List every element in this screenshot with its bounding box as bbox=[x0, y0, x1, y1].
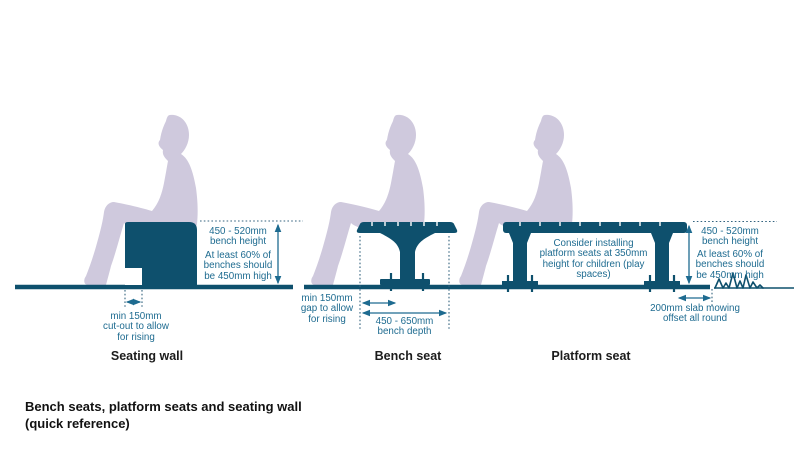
grass-icon bbox=[714, 272, 764, 289]
platform-leg-left-stem bbox=[513, 241, 527, 284]
platform-slab bbox=[503, 222, 687, 233]
platform-seat-label: Platform seat bbox=[551, 349, 631, 363]
seating-wall-block bbox=[125, 222, 197, 287]
wall-height-note: 450 - 520mm bench height bbox=[209, 226, 267, 248]
platform-inner-note: Consider installing platform seats at 35… bbox=[539, 238, 648, 281]
wall-cutout bbox=[125, 268, 142, 285]
bench-seat-figure bbox=[356, 222, 458, 331]
platform-leg-right-stem bbox=[655, 241, 669, 284]
bench-gap-note: min 150mm gap to allow for rising bbox=[300, 293, 354, 325]
bench-top bbox=[356, 222, 458, 233]
diagram-caption: Bench seats, platform seats and seating … bbox=[25, 399, 302, 431]
platform-offset-note: 200mm slab mowing offset all round bbox=[650, 303, 740, 325]
platform-leg-left bbox=[509, 233, 531, 243]
seating-wall-figure bbox=[15, 220, 303, 309]
bench-base-plate bbox=[380, 279, 430, 285]
platform-leg-right bbox=[651, 233, 673, 243]
seating-wall-label: Seating wall bbox=[110, 349, 184, 363]
platform-foot-left bbox=[502, 281, 538, 287]
bench-pedestal bbox=[380, 233, 435, 281]
platform-height-note: 450 - 520mm bench height bbox=[701, 226, 759, 248]
bench-depth-note: 450 - 650mm bench depth bbox=[375, 316, 434, 338]
platform-slab-notches bbox=[519, 222, 661, 226]
wall-cutout-note: min 150mm cut-out to allow for rising bbox=[103, 311, 169, 343]
bench-top-slat-notches bbox=[371, 222, 438, 226]
platform-seat-figure bbox=[502, 220, 794, 306]
wall-pct-note: At least 60% of benches should be 450mm … bbox=[203, 250, 273, 282]
platform-foot-right bbox=[644, 281, 680, 287]
bench-seat-label: Bench seat bbox=[374, 349, 442, 363]
platform-pct-note: At least 60% of benches should be 450mm … bbox=[695, 249, 765, 281]
